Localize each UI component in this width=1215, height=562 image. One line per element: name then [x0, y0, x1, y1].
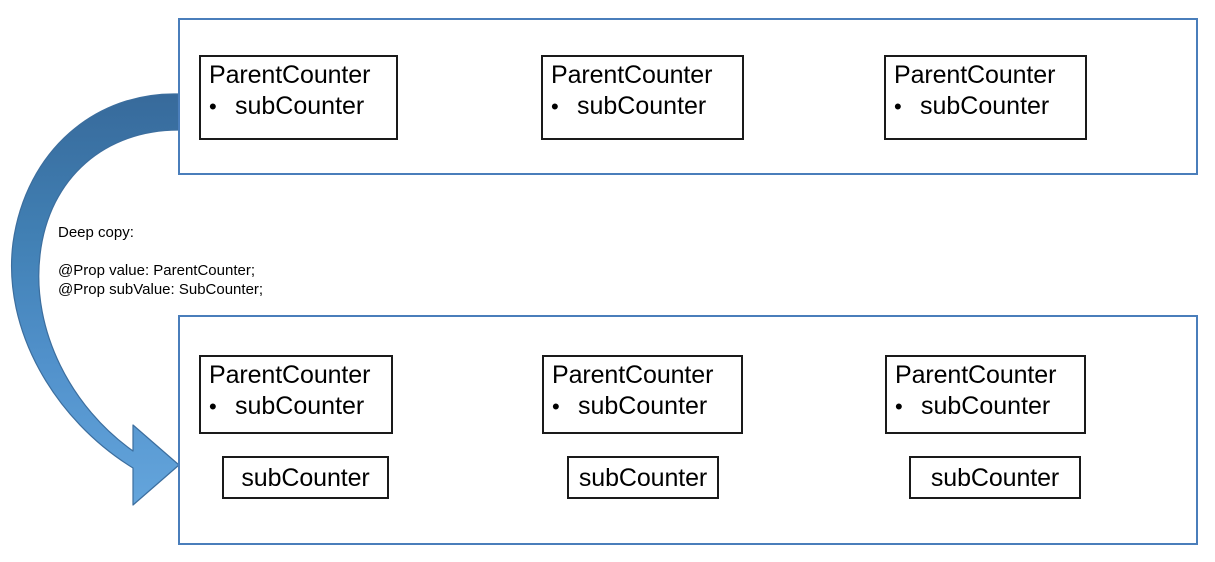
caption-code-line: @Prop subValue: SubCounter; — [58, 281, 264, 298]
node-bullet-row: • subCounter — [895, 391, 1050, 422]
caption-code-block: @Prop value: ParentCounter; @Prop subVal… — [58, 261, 398, 299]
node-parent-counter[interactable]: ParentCounter • subCounter — [885, 355, 1086, 434]
node-sub-counter[interactable]: subCounter — [222, 456, 389, 499]
node-parent-counter[interactable]: ParentCounter • subCounter — [884, 55, 1087, 140]
node-sub-label: subCounter — [921, 392, 1051, 420]
node-parent-counter[interactable]: ParentCounter • subCounter — [542, 355, 743, 434]
bullet-icon: • — [894, 94, 902, 119]
node-sub-label: subCounter — [578, 392, 708, 420]
source-group-container: ParentCounter • subCounter ParentCounter… — [178, 18, 1198, 175]
node-bullet-row: • subCounter — [209, 391, 364, 422]
bullet-icon: • — [552, 394, 560, 419]
node-sub-label: subCounter — [577, 92, 707, 120]
node-sub-counter[interactable]: subCounter — [909, 456, 1081, 499]
node-sub-counter-label: subCounter — [578, 463, 708, 492]
caption-title: Deep copy: — [58, 224, 134, 241]
arrow-shape — [11, 93, 180, 506]
node-parent-counter[interactable]: ParentCounter • subCounter — [199, 55, 398, 140]
node-sub-counter-label: subCounter — [241, 463, 370, 492]
node-title: ParentCounter — [895, 361, 1057, 389]
node-sub-label: subCounter — [235, 392, 365, 420]
node-bullet-row: • subCounter — [894, 91, 1049, 122]
copy-group-container: ParentCounter • subCounter subCounter Pa… — [178, 315, 1198, 545]
node-parent-counter[interactable]: ParentCounter • subCounter — [541, 55, 744, 140]
node-bullet-row: • subCounter — [209, 91, 364, 122]
node-sub-label: subCounter — [235, 92, 365, 120]
node-parent-counter[interactable]: ParentCounter • subCounter — [199, 355, 393, 434]
node-sub-counter[interactable]: subCounter — [567, 456, 719, 499]
bullet-icon: • — [209, 394, 217, 419]
node-bullet-row: • subCounter — [551, 91, 706, 122]
node-title: ParentCounter — [209, 61, 371, 89]
node-title: ParentCounter — [552, 361, 714, 389]
node-bullet-row: • subCounter — [552, 391, 707, 422]
caption-code-line: @Prop value: ParentCounter; — [58, 262, 255, 279]
node-sub-label: subCounter — [920, 92, 1050, 120]
node-title: ParentCounter — [209, 361, 371, 389]
bullet-icon: • — [551, 94, 559, 119]
bullet-icon: • — [209, 94, 217, 119]
node-title: ParentCounter — [551, 61, 713, 89]
caption-block: Deep copy: @Prop value: ParentCounter; @… — [58, 222, 398, 299]
node-sub-counter-label: subCounter — [930, 463, 1060, 492]
node-title: ParentCounter — [894, 61, 1056, 89]
bullet-icon: • — [895, 394, 903, 419]
